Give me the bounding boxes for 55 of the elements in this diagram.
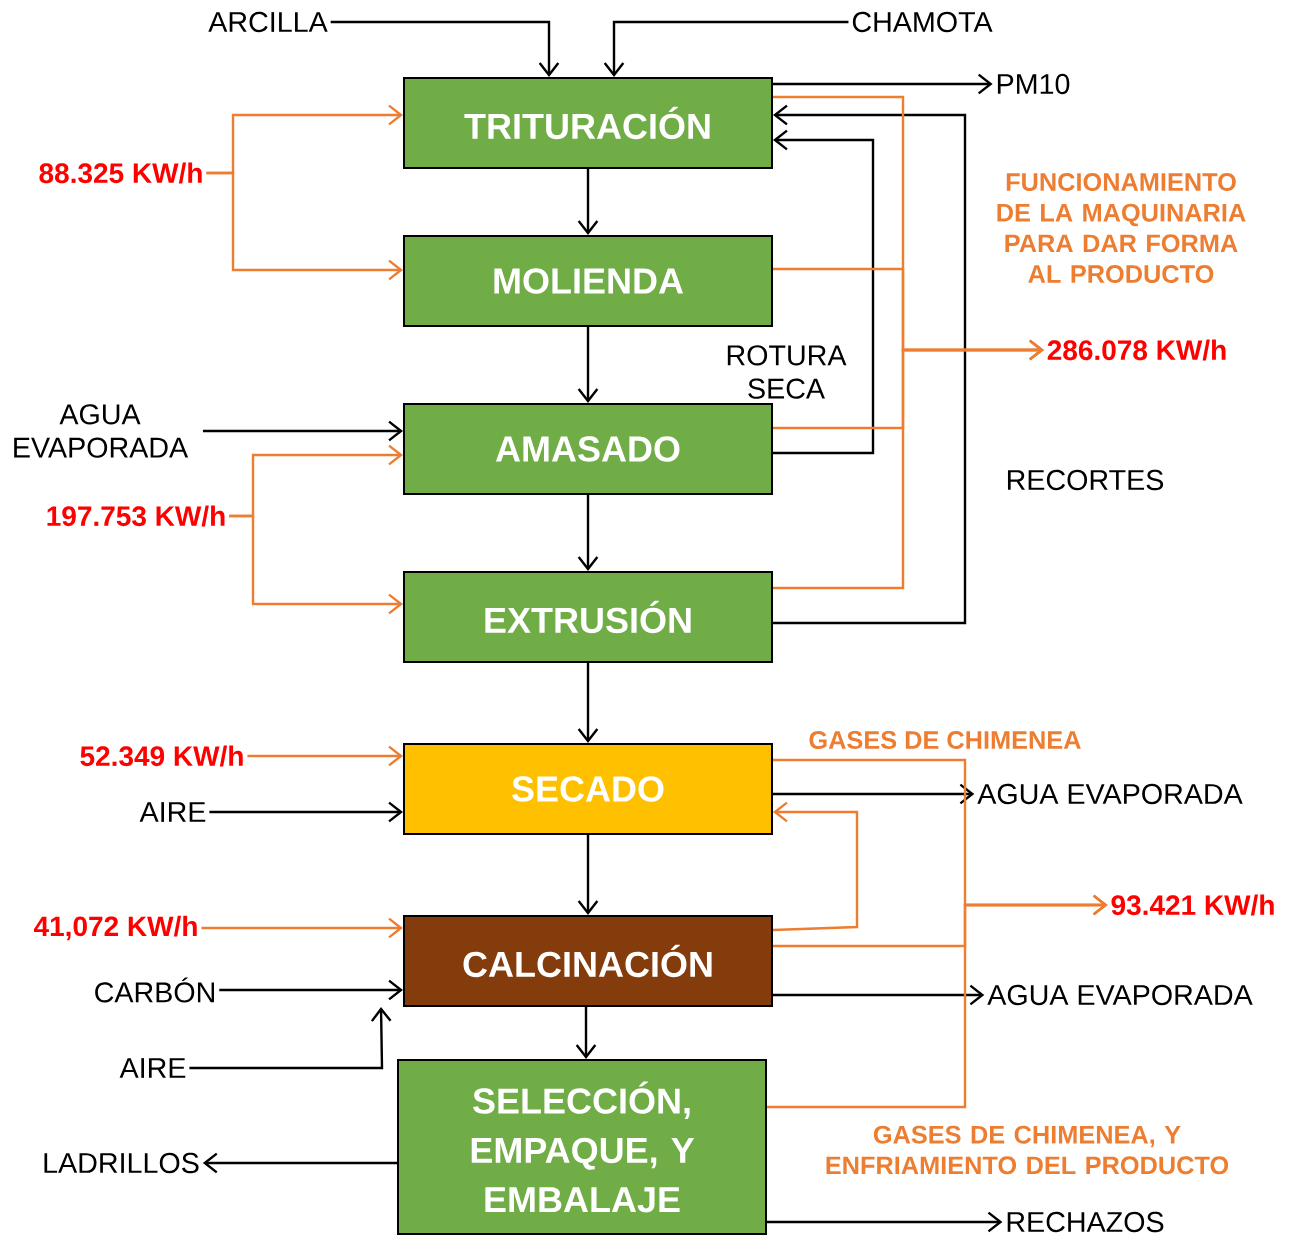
arrow	[773, 783, 975, 805]
flow-label: AIRE	[119, 1058, 186, 1078]
arrow	[202, 420, 403, 442]
process-box: CALCINACIÓN	[403, 915, 773, 1007]
flow-label: ARCILLA	[208, 11, 328, 33]
arrow	[577, 835, 599, 915]
process-box: SECADO	[403, 743, 773, 835]
flow-label: LADRILLOS	[44, 1152, 199, 1174]
arrow	[189, 1007, 392, 1070]
process-box: AMASADO	[403, 403, 773, 495]
arrow	[201, 917, 403, 939]
arrow	[575, 1007, 597, 1059]
arrow	[229, 514, 403, 615]
flow-label: AGUA EVAPORADA	[987, 984, 1253, 1006]
energy-value: 197.753 KW/h	[47, 505, 225, 527]
note-text: FUNCIONAMIENTO DE LA MAQUINARIA PARA DAR FORMA AL PRODUCTO	[997, 173, 1246, 283]
arrow	[773, 984, 985, 1006]
flow-label: PM10	[997, 73, 1070, 95]
arrow	[577, 495, 599, 571]
flow-label: RECORTES	[1007, 469, 1164, 491]
process-box: MOLIENDA	[403, 235, 773, 327]
arrow	[767, 1211, 1003, 1233]
note-text: GASES DE CHIMENEA	[809, 731, 1081, 749]
energy-value: 93.421 KW/h	[1111, 894, 1274, 916]
note-text: GASES DE CHIMENEA, Y ENFRIAMIENTO DEL PRODUCTO	[826, 1125, 1229, 1175]
arrow	[773, 73, 993, 95]
process-box: SELECCIÓN, EMPAQUE, Y EMBALAJE	[397, 1059, 767, 1235]
energy-value: 88.325 KW/h	[39, 162, 202, 184]
flow-label: AGUA EVAPORADA	[977, 783, 1243, 805]
flow-label: AIRE	[139, 802, 206, 822]
flow-label: RECHAZOS	[1007, 1211, 1164, 1233]
arrow	[603, 20, 849, 77]
arrow	[773, 104, 967, 625]
process-box: EXTRUSIÓN	[403, 571, 773, 663]
arrow	[772, 801, 859, 932]
energy-value: 52.349 KW/h	[80, 745, 243, 767]
arrow	[773, 339, 1044, 590]
arrow	[767, 894, 1108, 1109]
arrow	[330, 20, 560, 77]
flow-label: CARBÓN	[95, 977, 214, 1003]
process-box: TRITURACIÓN	[403, 77, 773, 169]
arrow	[206, 171, 403, 281]
arrow	[219, 979, 403, 1001]
arrow	[577, 169, 599, 235]
arrow	[577, 327, 599, 403]
flow-label: ROTURA SECA	[727, 345, 847, 399]
energy-value: 286.078 KW/h	[1047, 339, 1226, 361]
flow-label: AGUA EVAPORADA	[14, 404, 189, 458]
arrow	[773, 129, 875, 455]
arrow	[202, 1152, 397, 1174]
flow-label: CHAMOTA	[852, 11, 993, 33]
energy-value: 41,072 KW/h	[33, 915, 197, 941]
arrow	[247, 745, 403, 767]
arrow	[209, 801, 403, 823]
arrow	[577, 663, 599, 743]
